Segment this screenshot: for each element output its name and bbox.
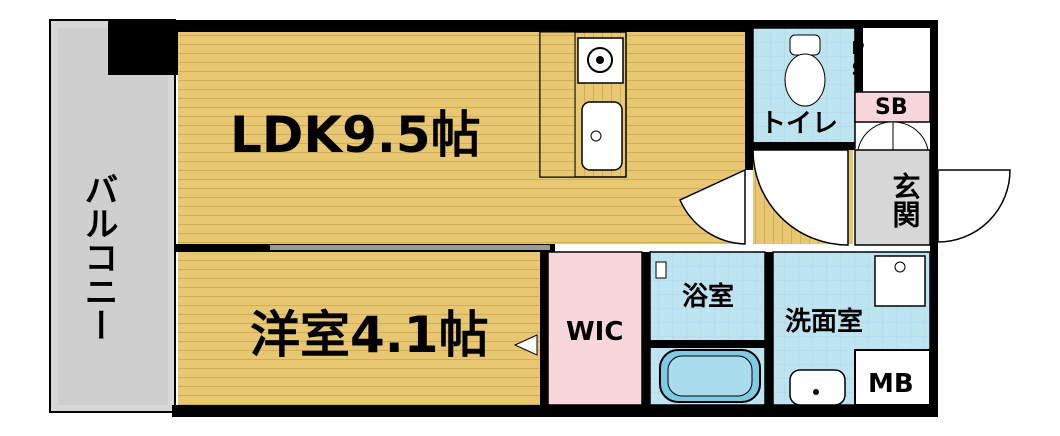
label-ps-text: PS: [848, 38, 869, 80]
label-entrance-text: 玄関: [889, 171, 922, 228]
washroom: [772, 251, 931, 406]
ps-sb-block: [854, 91, 931, 151]
label-ldk: LDK9.5帖: [230, 106, 481, 164]
label-wic: WIC: [566, 317, 623, 347]
toilet-room: [752, 27, 856, 150]
exterior-walls: [108, 20, 938, 417]
label-entrance: 玄関: [889, 171, 922, 228]
label-toilet: トイレ: [760, 109, 838, 139]
bathroom: [649, 251, 773, 406]
western-room: [175, 244, 555, 405]
label-bathroom: 浴室: [682, 281, 734, 312]
label-mb: MB: [868, 369, 914, 399]
label-balcony-text: バルコニー: [78, 172, 118, 342]
label-western-room: 洋室4.1帖: [250, 306, 489, 364]
label-sb: SB: [875, 95, 908, 120]
label-balcony: バルコニー: [78, 172, 118, 342]
label-ps: PS: [848, 38, 869, 80]
hallway: [752, 149, 853, 246]
balcony: [49, 19, 176, 413]
label-washroom: 洗面室: [785, 306, 863, 337]
ldk-room: [178, 31, 746, 245]
wic-closet: [547, 251, 650, 406]
entrance: [854, 149, 1011, 246]
